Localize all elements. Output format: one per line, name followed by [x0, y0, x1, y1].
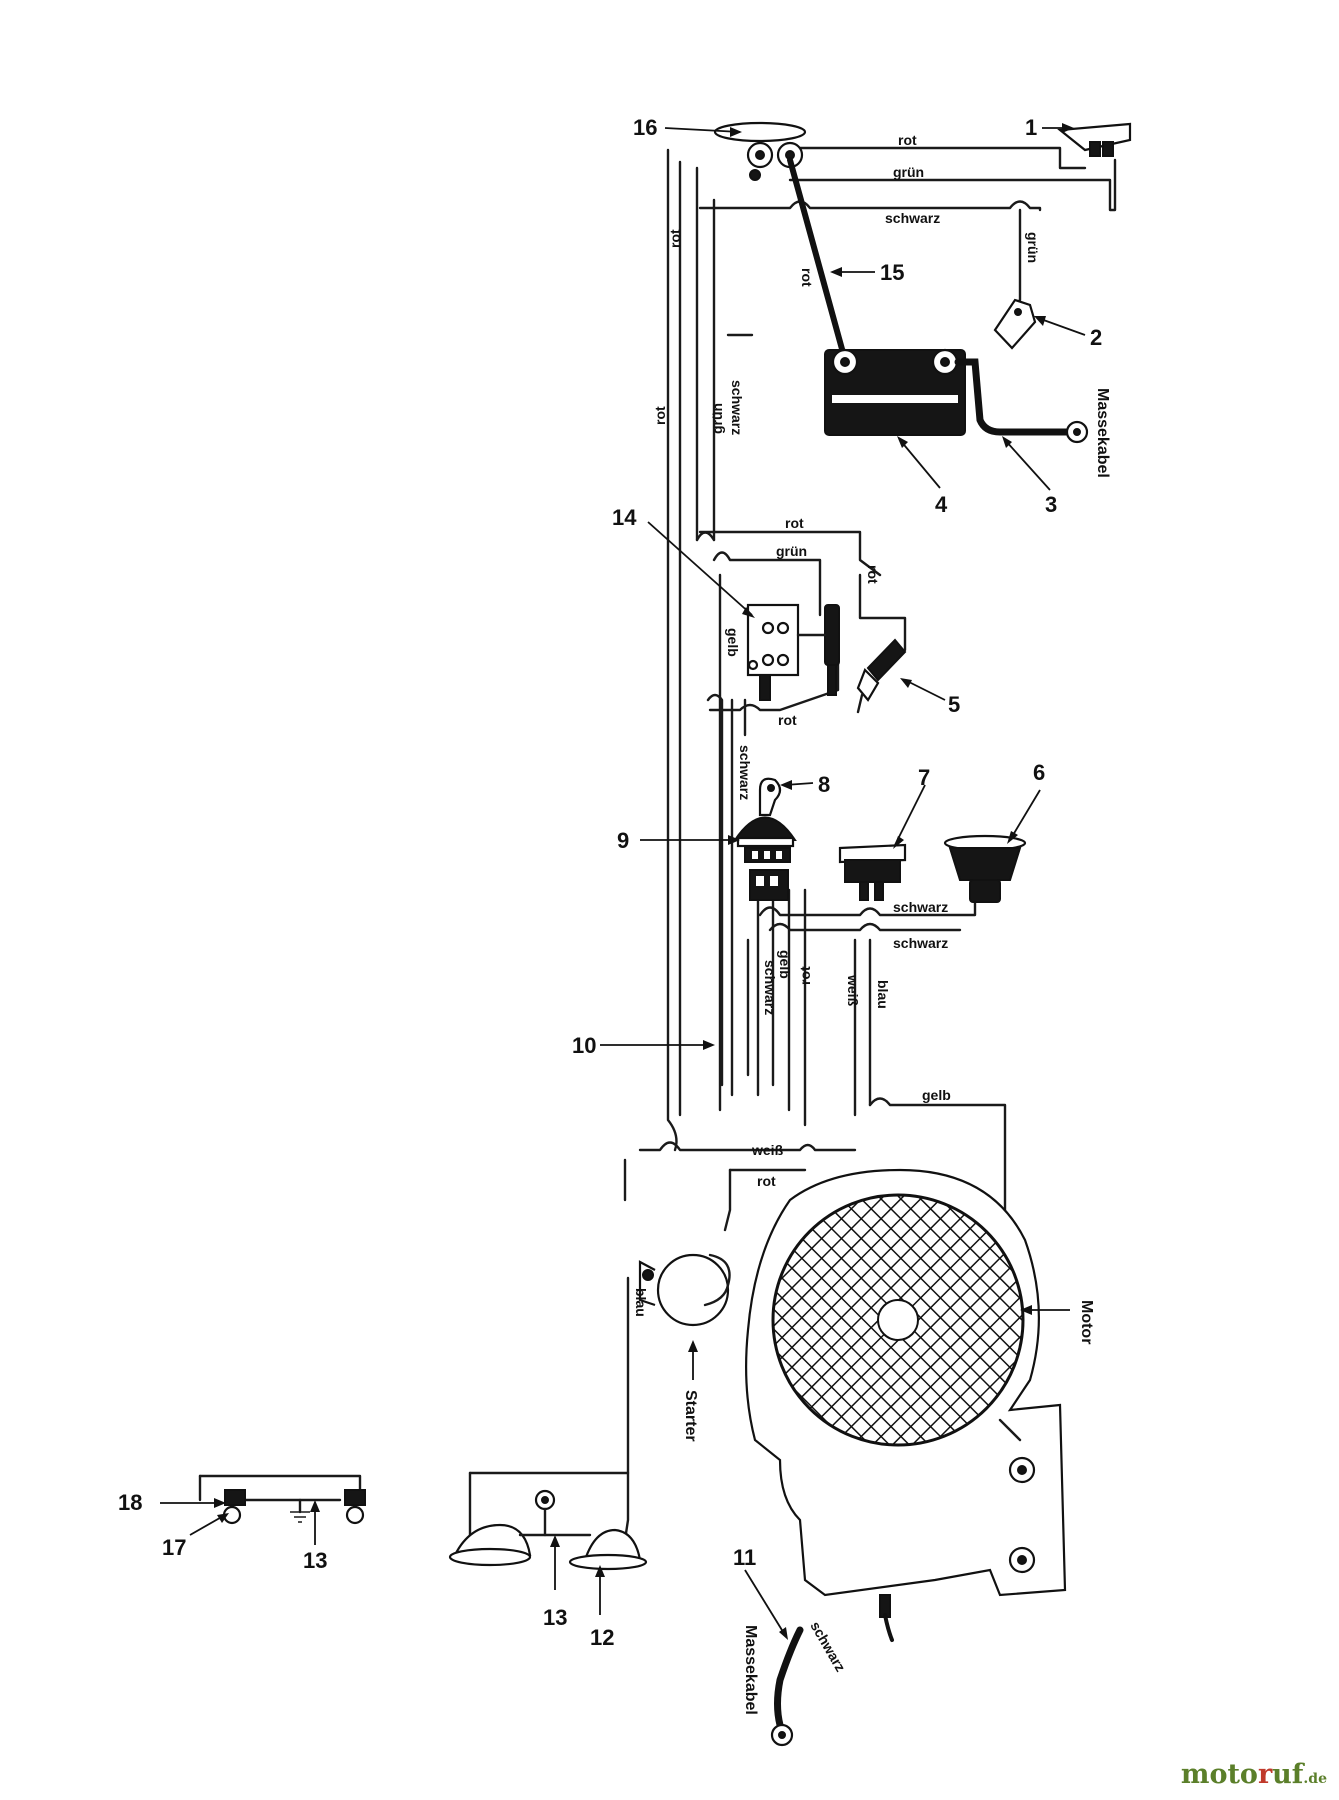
label-massekabel-top: Massekabel [1094, 388, 1111, 478]
label-5: 5 [948, 692, 960, 717]
wire-label-schwarz: schwarz [729, 380, 745, 435]
key-switch-16 [713, 121, 807, 181]
wire-label-gruen: grün [776, 543, 807, 559]
label-2: 2 [1090, 325, 1102, 350]
wire-label-blau: blau [875, 980, 891, 1009]
label-massekabel-bottom: Massekabel [742, 1625, 759, 1715]
ignition-key-8 [758, 777, 782, 817]
wire-label-schwarz: schwarz [737, 745, 753, 800]
label-13-lights: 13 [543, 1605, 567, 1630]
label-1: 1 [1025, 115, 1037, 140]
wire-label-rot: rot [778, 712, 797, 728]
label-8: 8 [818, 772, 830, 797]
horn-6 [943, 834, 1027, 903]
watermark-part-a: moto [1180, 1759, 1258, 1790]
wire-label-rot: rot [797, 966, 813, 985]
wire-label-weiss: weiß [845, 974, 861, 1007]
wire-label-schwarz: schwarz [885, 210, 940, 226]
switch-1 [1057, 122, 1132, 157]
label-9: 9 [617, 828, 629, 853]
label-14: 14 [612, 505, 637, 530]
motor [745, 1168, 1067, 1597]
label-18: 18 [118, 1490, 142, 1515]
wire-label-blau: blau [633, 1288, 649, 1317]
label-16: 16 [633, 115, 657, 140]
label-6: 6 [1033, 760, 1045, 785]
label-starter: Starter [682, 1390, 699, 1442]
wire-label-rot: rot [652, 406, 668, 425]
wire-label-gruen: grün [709, 403, 725, 434]
wire-label-rot: rot [898, 132, 917, 148]
wire-label-gelb: gelb [725, 628, 741, 657]
wire-label-schwarz: schwarz [762, 960, 778, 1015]
wire-label-rot: rot [785, 515, 804, 531]
sensor-5 [856, 638, 907, 714]
watermark-suffix: .de [1303, 1771, 1327, 1787]
label-10: 10 [572, 1033, 596, 1058]
headlights-12 [448, 1489, 648, 1571]
label-motor: Motor [1078, 1300, 1095, 1344]
label-13-rear: 13 [303, 1548, 327, 1573]
leader-lines [160, 123, 1086, 1640]
part-numbers: 16 1 15 2 4 3 14 5 8 7 6 9 10 18 17 13 1… [118, 115, 1102, 1650]
bracket-2 [993, 298, 1037, 350]
rear-lights-17-18 [222, 1489, 366, 1525]
battery-4 [824, 348, 966, 436]
label-12: 12 [590, 1625, 614, 1650]
starter [638, 1253, 731, 1327]
relay-14 [746, 603, 800, 701]
watermark-logo: motoruf.de [1181, 1759, 1327, 1790]
wire-label-gelb: gelb [777, 950, 793, 979]
label-17: 17 [162, 1535, 186, 1560]
inline-connector [796, 604, 840, 696]
watermark-part-b: r [1257, 1759, 1273, 1790]
wire-label-schwarz: schwarz [807, 1619, 848, 1675]
label-4: 4 [935, 492, 948, 517]
wire-label-rot: rot [667, 229, 683, 248]
label-15: 15 [880, 260, 904, 285]
component-labels: Massekabel Motor Starter Massekabel [682, 388, 1111, 1715]
ground-cable-11 [770, 1594, 894, 1747]
watermark-part-c: uf [1272, 1759, 1304, 1790]
ignition-switch-9 [733, 816, 797, 901]
wire-label-gruen: grün [1025, 232, 1041, 263]
wire-label-weiss: weiß [751, 1142, 784, 1158]
wire-label-schwarz: schwarz [893, 899, 948, 915]
wire-label-gelb: gelb [922, 1087, 951, 1103]
ground-cable-3 [954, 358, 1089, 444]
wire-label-schwarz: schwarz [893, 935, 948, 951]
label-11: 11 [733, 1545, 756, 1570]
wire-label-gruen: grün [893, 164, 924, 180]
battery-cable-15 [787, 157, 848, 363]
label-7: 7 [918, 765, 930, 790]
wires [198, 146, 1117, 1542]
label-3: 3 [1045, 492, 1057, 517]
wire-label-rot: rot [799, 268, 815, 287]
rocker-switch-7 [838, 843, 907, 901]
wire-label-rot: rot [757, 1173, 776, 1189]
wire-label-rot: rot [865, 565, 881, 584]
